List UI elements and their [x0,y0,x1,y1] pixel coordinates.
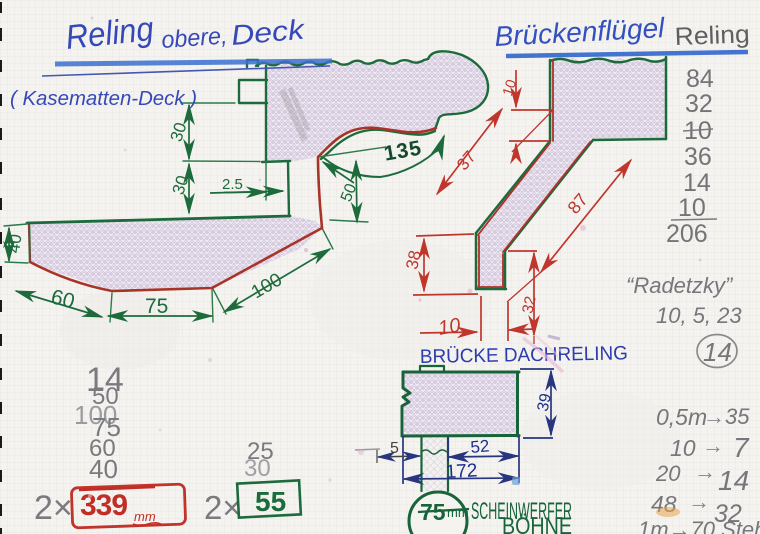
svg-text:Reling: Reling [674,20,750,51]
svg-text:60: 60 [89,435,116,462]
svg-text:55: 55 [255,486,286,517]
svg-text:50: 50 [92,383,119,410]
svg-text:0,5m: 0,5m [656,404,707,430]
svg-text:75: 75 [92,412,121,442]
svg-text:30: 30 [167,120,191,144]
svg-text:32: 32 [685,90,713,118]
svg-text:10: 10 [678,194,706,222]
svg-text:7: 7 [733,432,750,463]
svg-text:32: 32 [519,295,539,315]
svg-text:14: 14 [703,337,732,367]
svg-text:( Kasematten-Deck ): ( Kasematten-Deck ) [10,88,197,110]
svg-text:52: 52 [470,436,491,457]
svg-text:40: 40 [4,233,25,254]
svg-text:50: 50 [338,181,360,204]
svg-text:32: 32 [714,500,742,528]
svg-text:Reling: Reling [64,10,156,57]
svg-text:30: 30 [244,455,271,482]
svg-text:1m→70 Stehen: 1m→70 Stehen [638,517,760,534]
svg-text:14: 14 [683,169,711,197]
svg-text:BRÜCKE DACHRELING: BRÜCKE DACHRELING [420,342,628,368]
svg-text:mm: mm [134,509,156,524]
svg-text:SCHEINWERFER: SCHEINWERFER [471,498,572,525]
svg-text:172: 172 [445,460,478,483]
svg-text:84: 84 [686,65,714,93]
svg-text:10: 10 [500,78,520,98]
svg-text:39: 39 [535,392,555,413]
svg-text:10, 5, 23: 10, 5, 23 [656,303,742,328]
svg-text:20: 20 [655,461,681,486]
svg-text:206: 206 [666,220,708,248]
svg-text:→: → [688,489,710,514]
svg-text:obere,: obere, [161,22,229,54]
svg-text:339: 339 [80,489,127,522]
svg-text:30: 30 [169,173,193,197]
svg-text:→: → [703,404,725,429]
svg-text:36: 36 [684,143,712,171]
svg-text:75: 75 [145,295,168,318]
svg-text:40: 40 [89,454,118,484]
svg-text:60: 60 [49,285,77,313]
svg-text:2×: 2× [34,489,73,527]
svg-text:5: 5 [390,440,399,457]
svg-text:100: 100 [74,400,117,430]
svg-text:“Radetzky”: “Radetzky” [626,273,734,298]
svg-text:14: 14 [86,361,124,399]
svg-text:35: 35 [725,404,750,429]
svg-text:25: 25 [247,438,274,465]
svg-text:38: 38 [402,249,425,271]
svg-text:10: 10 [670,435,696,461]
svg-text:Deck: Deck [230,14,308,51]
svg-text:BÖHNE: BÖHNE [502,513,572,534]
svg-text:mm: mm [447,505,469,520]
svg-text:→: → [694,459,716,484]
svg-text:→: → [702,433,724,458]
svg-text:2×: 2× [204,489,242,526]
svg-text:10: 10 [436,314,462,340]
svg-text:14: 14 [718,465,749,496]
svg-text:2.5: 2.5 [222,176,243,193]
